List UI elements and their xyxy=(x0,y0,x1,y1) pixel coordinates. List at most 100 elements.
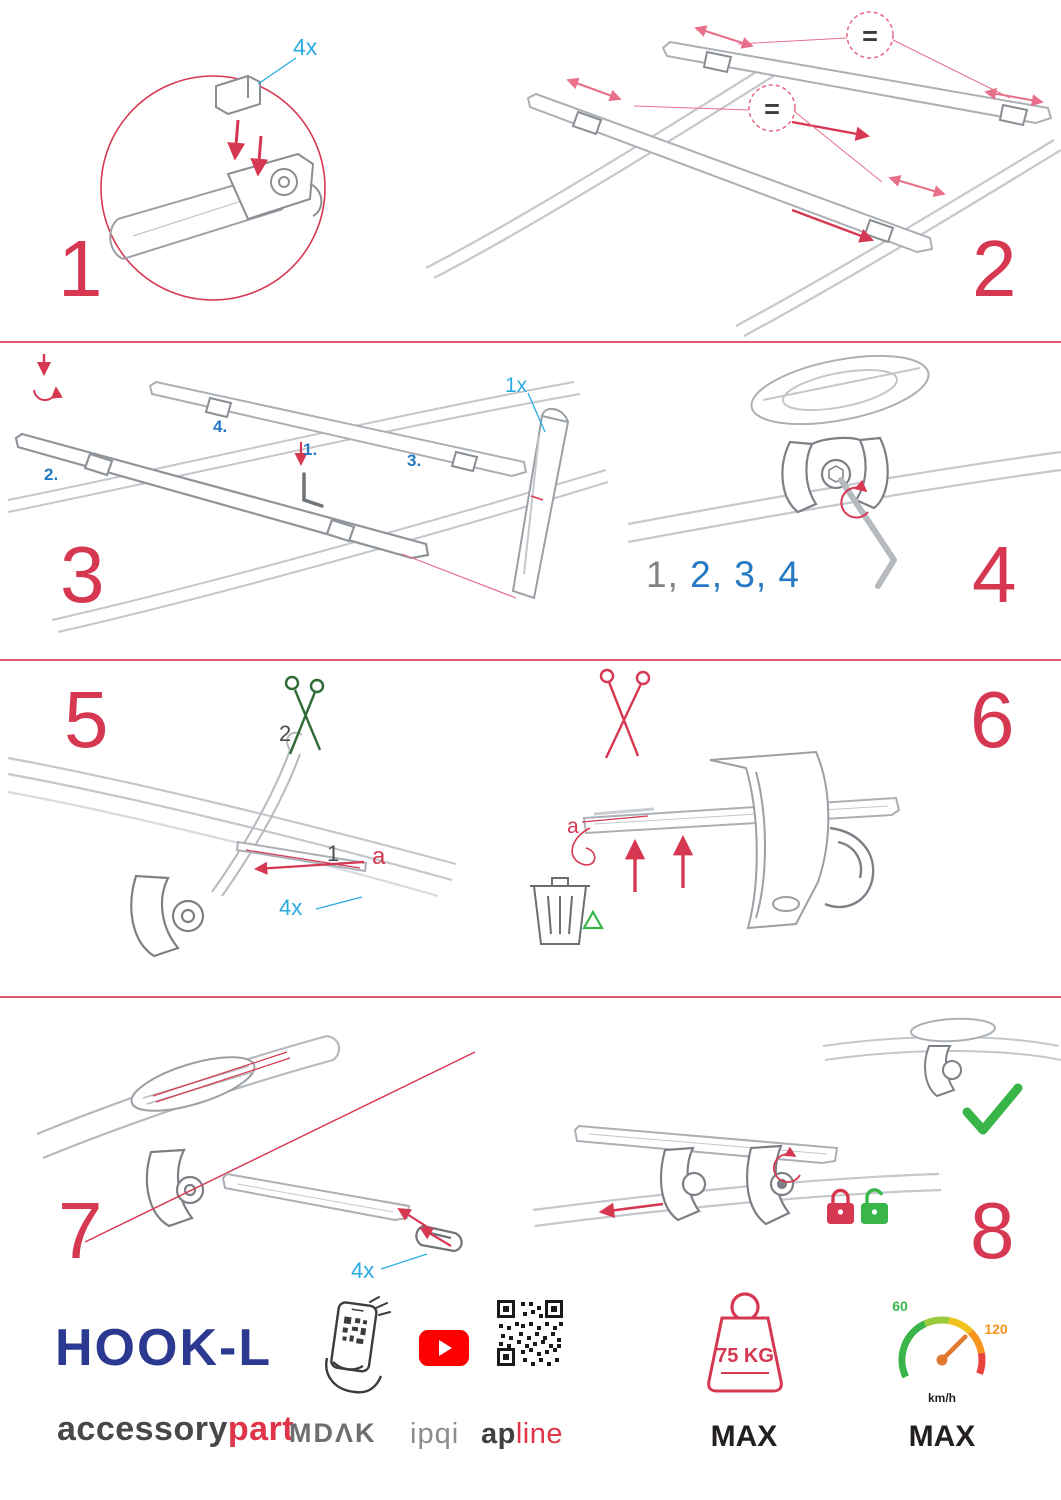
mini-clamp xyxy=(924,1045,962,1098)
speed-low-label: 60 xyxy=(892,1298,908,1314)
clamp-right xyxy=(746,1144,795,1226)
crossbar xyxy=(582,796,901,835)
logo-apline: apline xyxy=(481,1420,563,1449)
bar-end xyxy=(221,1172,411,1222)
rear-crossbar xyxy=(661,40,1053,127)
section-divider-2 xyxy=(0,659,1061,661)
weight-max-icon: 75 KG xyxy=(707,1292,783,1393)
clamp-left xyxy=(659,1146,707,1222)
step-3-substep-3: 3. xyxy=(407,451,422,470)
step-1-number: 1 xyxy=(58,224,103,313)
step-2-number: 2 xyxy=(972,224,1017,313)
step-5-qty-label: 4x xyxy=(279,895,303,920)
logo-apline-right: line xyxy=(515,1418,563,1450)
step-7-diagram xyxy=(36,1034,476,1270)
strap-guide-line xyxy=(245,849,361,869)
dimension-arrows xyxy=(566,25,1044,197)
qr-code-icon xyxy=(497,1300,563,1366)
foot-bracket xyxy=(709,750,830,930)
product-name: HOOK-L xyxy=(55,1319,273,1377)
step-5-mark-1: 1 xyxy=(327,841,340,866)
front-crossbar xyxy=(526,92,934,254)
routing-line xyxy=(84,1051,476,1243)
tension-tool xyxy=(511,407,570,600)
logo-apline-left: ap xyxy=(481,1418,516,1450)
magnifier-circle-icon xyxy=(100,75,326,301)
step-3-substep-1: 1. xyxy=(303,440,318,459)
qr-modules xyxy=(499,1302,563,1366)
qr-finder-patterns xyxy=(497,1300,563,1366)
qty-leader-line xyxy=(380,1253,428,1270)
section-divider-3 xyxy=(0,996,1061,998)
brand-name-right: part xyxy=(227,1410,295,1448)
pull-arrow xyxy=(254,860,365,875)
equal-badge-circle-1 xyxy=(846,11,894,59)
qty-leader-line xyxy=(315,896,363,910)
scissors-icon xyxy=(284,675,325,755)
roof-rail xyxy=(532,1172,942,1228)
step-3-substep-4: 4. xyxy=(213,417,228,436)
weight-max-label: MAX xyxy=(710,1420,778,1453)
square-nut-part xyxy=(215,74,261,116)
strap xyxy=(211,731,303,897)
logo-mdak: MDΛK xyxy=(289,1418,377,1448)
step-6-diagram xyxy=(530,668,901,945)
slide-arrows xyxy=(791,120,875,243)
step-4-number: 4 xyxy=(972,530,1017,619)
phone-scan-icon xyxy=(325,1296,391,1394)
allen-key xyxy=(302,472,324,508)
bar-end-section xyxy=(750,354,930,426)
scissors-icon xyxy=(599,668,651,759)
crossbar xyxy=(573,1124,839,1165)
step-3-diagram xyxy=(7,354,609,633)
step-5-mark-2: 2 xyxy=(279,721,292,746)
step-5-strap-label: a xyxy=(372,843,386,870)
step-1-qty-label: 4x xyxy=(293,34,318,60)
check-icon xyxy=(962,1083,1023,1135)
step-5-diagram xyxy=(7,675,457,958)
rear-crossbar xyxy=(148,380,528,478)
section-divider-1 xyxy=(0,341,1061,343)
qty-leader-line xyxy=(527,392,546,433)
turn-arrows xyxy=(33,354,308,466)
cut-strap-curl xyxy=(571,827,596,866)
youtube-icon xyxy=(419,1330,469,1366)
step-8-number: 8 xyxy=(970,1186,1015,1275)
step-8-diagram xyxy=(532,1017,1061,1228)
mini-bar-end xyxy=(910,1017,996,1043)
step-4-diagram xyxy=(627,354,1061,589)
trash-bin-icon xyxy=(530,877,590,945)
step-7-number: 7 xyxy=(58,1186,103,1275)
speed-high-label: 120 xyxy=(984,1321,1008,1337)
brand-name-left: accessory xyxy=(57,1410,228,1448)
clamp xyxy=(130,874,205,958)
cap-insert-arrows xyxy=(397,1207,452,1247)
lock-closed-icon xyxy=(827,1188,854,1224)
recycle-icon xyxy=(582,909,604,930)
qty-leader-line xyxy=(257,57,297,85)
clamp xyxy=(781,436,889,514)
step-6-strap-label: a xyxy=(567,815,579,838)
sequence-rest: 2, 3, 4 xyxy=(678,554,800,595)
clamp-foot xyxy=(226,152,323,221)
rotate-arrow xyxy=(840,479,869,519)
phone-qr-pixels xyxy=(342,1316,368,1345)
gauge-arcs xyxy=(898,1316,986,1379)
weight-value-label: 75 KG xyxy=(716,1345,774,1367)
equal-leader-lines xyxy=(633,37,1011,183)
speed-max-label: MAX xyxy=(908,1420,976,1453)
step-3-substep-2: 2. xyxy=(44,465,59,484)
strap-stub xyxy=(593,807,655,816)
step-6-number: 6 xyxy=(970,675,1015,764)
lock-open-icon xyxy=(861,1188,888,1224)
scan-signal-lines xyxy=(369,1296,391,1316)
step-4-sequence: 1, 2, 3, 4 xyxy=(646,556,800,593)
equal-badge-circle-2 xyxy=(748,84,796,132)
hand xyxy=(325,1357,383,1394)
tube-opening xyxy=(130,1056,256,1112)
allen-key xyxy=(838,477,897,589)
step-2-equal-label-1: = xyxy=(862,21,878,51)
strap-inside xyxy=(142,1051,291,1105)
tool-leader-line xyxy=(401,553,517,599)
